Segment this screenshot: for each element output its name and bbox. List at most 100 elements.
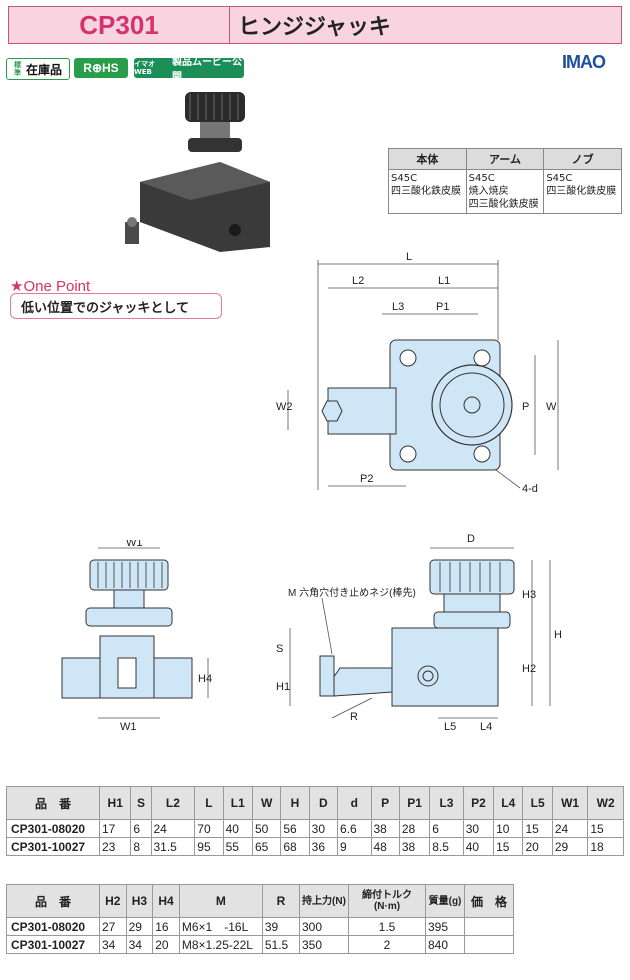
dim-H: H bbox=[554, 629, 562, 641]
spec1-header: D bbox=[308, 786, 339, 820]
spec-table-dimensions: 品 番 H1 S L2 L L1 W H D d P P1 L3 P2 L4 L… bbox=[6, 786, 624, 856]
spec1-header-row: 品 番 H1 S L2 L L1 W H D d P P1 L3 P2 L4 L… bbox=[6, 786, 624, 820]
spec-cell: 51.5 bbox=[261, 935, 301, 954]
spec1-header: P2 bbox=[462, 786, 495, 820]
spec2-header-row: 品 番 H2 H3 H4 M R 持上力(N) 締付トルク(N·m) 質量(g)… bbox=[6, 884, 514, 918]
spec1-header: L bbox=[194, 786, 224, 820]
spec2-header: 持上力(N) bbox=[299, 884, 349, 918]
product-code: CP301 bbox=[9, 7, 230, 43]
spec-cell: 36 bbox=[308, 837, 339, 856]
spec-cell: 18 bbox=[587, 837, 624, 856]
spec-cell: 30 bbox=[308, 819, 339, 838]
spec-cell: 350 bbox=[299, 935, 349, 954]
spec-cell: 1.5 bbox=[348, 917, 426, 936]
spec-cell: 34 bbox=[99, 935, 127, 954]
spec-cell: 34 bbox=[125, 935, 154, 954]
dim-S: S bbox=[276, 643, 283, 655]
spec-cell: 6 bbox=[130, 819, 152, 838]
dim-L: L bbox=[406, 251, 412, 263]
spec1-header: L3 bbox=[429, 786, 464, 820]
spec-cell: M6×1 -16L bbox=[178, 917, 263, 936]
spec2-header: 締付トルク(N·m) bbox=[348, 884, 426, 918]
spec-cell: 95 bbox=[194, 837, 224, 856]
spec-cell: 15 bbox=[587, 819, 624, 838]
dim-L2: L2 bbox=[352, 275, 364, 287]
material-header-arm: アーム bbox=[465, 148, 545, 170]
dim-W: W bbox=[546, 401, 557, 413]
material-text: 四三酸化鉄皮膜 bbox=[546, 186, 617, 197]
material-table: 本体 アーム ノブ S45C 四三酸化鉄皮膜 S45C 焼入焼戻 四三酸化鉄皮膜… bbox=[388, 148, 622, 214]
material-header-knob: ノブ bbox=[543, 148, 622, 170]
spec-cell: 10 bbox=[493, 819, 524, 838]
spec2-header: H4 bbox=[152, 884, 180, 918]
table-row: CP301-10027 23 8 31.5 95 55 65 68 36 9 4… bbox=[6, 837, 624, 856]
dim-L4: L4 bbox=[480, 721, 492, 733]
material-text: S45C bbox=[546, 173, 573, 184]
side-view-drawing: D H3 H H2 S H1 R L5 L4 M 六角穴付き止めネジ(棒先) bbox=[276, 533, 562, 733]
spec-cell: 31.5 bbox=[150, 837, 196, 856]
spec2-header: 価 格 bbox=[464, 884, 514, 918]
spec-cell: 24 bbox=[551, 819, 589, 838]
web-movie-badge[interactable]: イマオWEB 製品ムービー公開 bbox=[134, 57, 244, 83]
spec-cell: 17 bbox=[98, 819, 132, 838]
spec-cell: 15 bbox=[493, 837, 524, 856]
dim-R: R bbox=[350, 711, 358, 723]
spec-cell: 65 bbox=[251, 837, 282, 856]
spec1-header: L5 bbox=[522, 786, 553, 820]
title-bar: CP301 ヒンジジャッキ bbox=[8, 6, 622, 44]
table-row: CP301-08020 17 6 24 70 40 50 56 30 6.6 3… bbox=[6, 819, 624, 838]
part-number: CP301-08020 bbox=[6, 917, 100, 936]
part-number: CP301-10027 bbox=[6, 935, 100, 954]
material-cell-knob: S45C 四三酸化鉄皮膜 bbox=[543, 169, 622, 214]
spec2-header: H3 bbox=[125, 884, 154, 918]
material-cell-body: S45C 四三酸化鉄皮膜 bbox=[388, 169, 467, 214]
spec1-header: H bbox=[280, 786, 310, 820]
spec-cell: 56 bbox=[280, 819, 310, 838]
material-text: S45C bbox=[468, 173, 495, 184]
spec-table-performance: 品 番 H2 H3 H4 M R 持上力(N) 締付トルク(N·m) 質量(g)… bbox=[6, 884, 514, 954]
one-point-title: ★One Point bbox=[10, 278, 91, 295]
material-text: 焼入焼戻 bbox=[468, 186, 509, 197]
spec-cell: 55 bbox=[222, 837, 253, 856]
dim-L5: L5 bbox=[444, 721, 456, 733]
price-cell bbox=[464, 917, 514, 936]
spec2-header: 質量(g) bbox=[425, 884, 465, 918]
spec2-header: 品 番 bbox=[6, 884, 100, 918]
price-cell bbox=[464, 935, 514, 954]
spec-cell: 28 bbox=[398, 819, 431, 838]
spec-cell: 9 bbox=[337, 837, 372, 856]
part-number: CP301-08020 bbox=[6, 819, 100, 838]
dim-W1-bottom: W1 bbox=[120, 721, 137, 733]
stock-badge-label: 在庫品 bbox=[25, 62, 62, 77]
stock-badge: 標準 在庫品 bbox=[6, 58, 70, 80]
spec1-header: W1 bbox=[551, 786, 589, 820]
part-number: CP301-10027 bbox=[6, 837, 100, 856]
web-badge-small: イマオWEB bbox=[134, 60, 155, 76]
table-row: CP301-10027 34 34 20 M8×1.25-22L 51.5 35… bbox=[6, 935, 514, 954]
spec1-header: S bbox=[130, 786, 152, 820]
dim-P2: P2 bbox=[360, 473, 373, 485]
web-badge-label: 製品ムービー公開 bbox=[171, 57, 242, 83]
screw-note: M 六角穴付き止めネジ(棒先) bbox=[288, 586, 416, 599]
product-name: ヒンジジャッキ bbox=[238, 15, 391, 40]
product-photo bbox=[125, 92, 270, 252]
dim-W1-top: W1 bbox=[126, 540, 143, 549]
spec1-header: P bbox=[370, 786, 400, 820]
spec1-header: W bbox=[251, 786, 282, 820]
spec-cell: 38 bbox=[398, 837, 431, 856]
spec-cell: 15 bbox=[522, 819, 553, 838]
spec-cell: M8×1.25-22L bbox=[178, 935, 263, 954]
front-view-drawing: W1 W1 H4 bbox=[61, 540, 212, 733]
dim-H2: H2 bbox=[522, 663, 536, 675]
spec2-header: H2 bbox=[99, 884, 127, 918]
spec-cell: 16 bbox=[152, 917, 180, 936]
spec-cell: 840 bbox=[425, 935, 465, 954]
spec-cell: 27 bbox=[99, 917, 127, 936]
table-row: CP301-08020 27 29 16 M6×1 -16L 39 300 1.… bbox=[6, 917, 514, 936]
dim-L1: L1 bbox=[438, 275, 450, 287]
spec-cell: 23 bbox=[98, 837, 132, 856]
dim-L3: L3 bbox=[392, 301, 404, 313]
spec-cell: 8 bbox=[130, 837, 152, 856]
spec2-header: R bbox=[261, 884, 301, 918]
spec-cell: 24 bbox=[150, 819, 196, 838]
